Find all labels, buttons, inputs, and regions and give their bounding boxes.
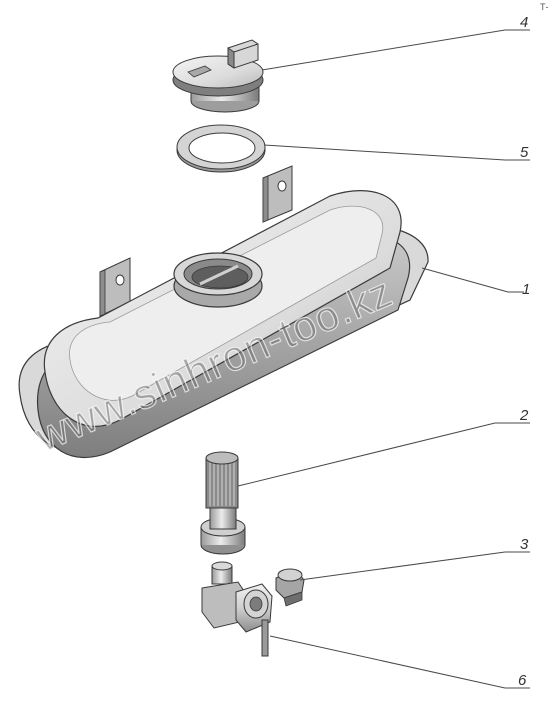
corner-mark: Т- <box>540 2 549 12</box>
callout-label-5: 5 <box>520 144 529 161</box>
callout-label-1: 1 <box>522 281 530 298</box>
part-3-plug <box>275 568 305 607</box>
callout-label-6: 6 <box>518 672 527 689</box>
part-6-drain-tap <box>201 561 273 657</box>
part-1-tank <box>18 165 429 459</box>
part-5-gasket-ring <box>176 124 266 173</box>
callout-1: 1 <box>421 267 530 298</box>
part-4-filler-cap <box>172 39 264 113</box>
callout-4: 4 <box>261 14 530 71</box>
callout-label-3: 3 <box>520 536 529 553</box>
callout-label-4: 4 <box>520 14 528 31</box>
callout-5: 5 <box>263 144 530 161</box>
callout-6: 6 <box>269 635 530 689</box>
callout-3: 3 <box>299 536 530 581</box>
part-2-strainer <box>200 451 246 555</box>
callout-2: 2 <box>237 407 530 487</box>
callout-label-2: 2 <box>519 407 529 424</box>
